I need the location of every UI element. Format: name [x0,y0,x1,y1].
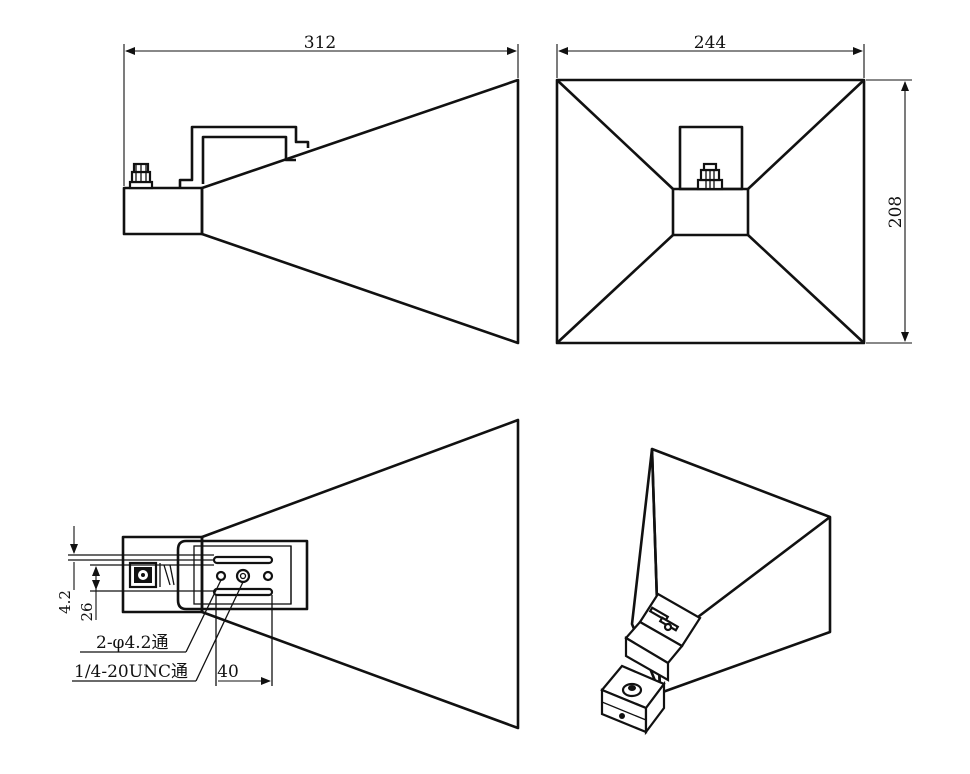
mount-slot-top [212,555,274,565]
dim-26-label: 26 [78,602,96,621]
through-hole-right [262,570,274,582]
side-bracket-inner [201,135,296,184]
side-adapter-block [122,186,204,236]
dim-312-label: 312 [304,33,336,53]
threaded-hole [235,568,251,584]
front-view: 244 208 [555,33,912,345]
dim-244-label: 244 [694,33,726,53]
bottom-connector [128,561,175,589]
through-hole-left [215,570,227,582]
side-view: 312 [122,33,520,345]
side-horn [200,78,520,345]
front-aperture [555,78,866,345]
dim-40-label: 40 [217,662,239,682]
isometric-view [600,447,832,736]
callout-thread: 1/4-20UNC通 [74,662,188,682]
iso-horn-side [650,447,832,695]
dim-208-label: 208 [886,196,906,228]
front-connector [696,162,724,191]
front-adapter [671,187,750,237]
bottom-bracket [176,539,309,611]
dim-4-2-label: 4.2 [56,590,74,614]
bottom-view: 4.2 26 2-φ4.2通 1/4-20UNC通 40 [56,418,520,730]
bottom-adapter-block [121,535,204,614]
side-connector [128,162,154,190]
callout-through-holes: 2-φ4.2通 [96,633,169,653]
mount-slot-bottom [212,587,274,597]
side-bracket [178,125,310,188]
